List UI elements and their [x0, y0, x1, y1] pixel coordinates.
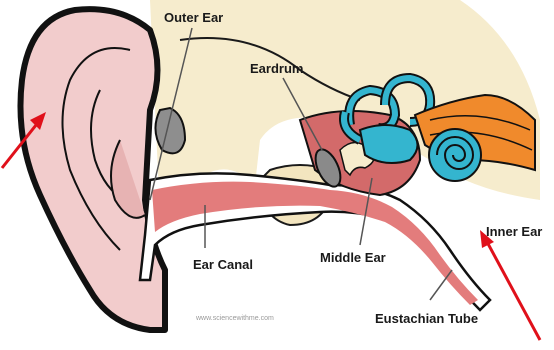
label-eardrum: Eardrum: [250, 61, 303, 76]
pinna: [20, 9, 165, 330]
label-outer-ear: Outer Ear: [164, 10, 223, 25]
watermark: www.sciencewithme.com: [195, 315, 274, 322]
cochlea: [429, 129, 481, 181]
label-eustachian-tube: Eustachian Tube: [375, 311, 478, 326]
vestibule: [360, 125, 418, 163]
label-ear-canal: Ear Canal: [193, 257, 253, 272]
ear-canal: [152, 182, 478, 305]
red-arrow-right: [480, 230, 540, 340]
label-inner-ear: Inner Ear: [486, 224, 542, 239]
label-middle-ear: Middle Ear: [320, 250, 386, 265]
